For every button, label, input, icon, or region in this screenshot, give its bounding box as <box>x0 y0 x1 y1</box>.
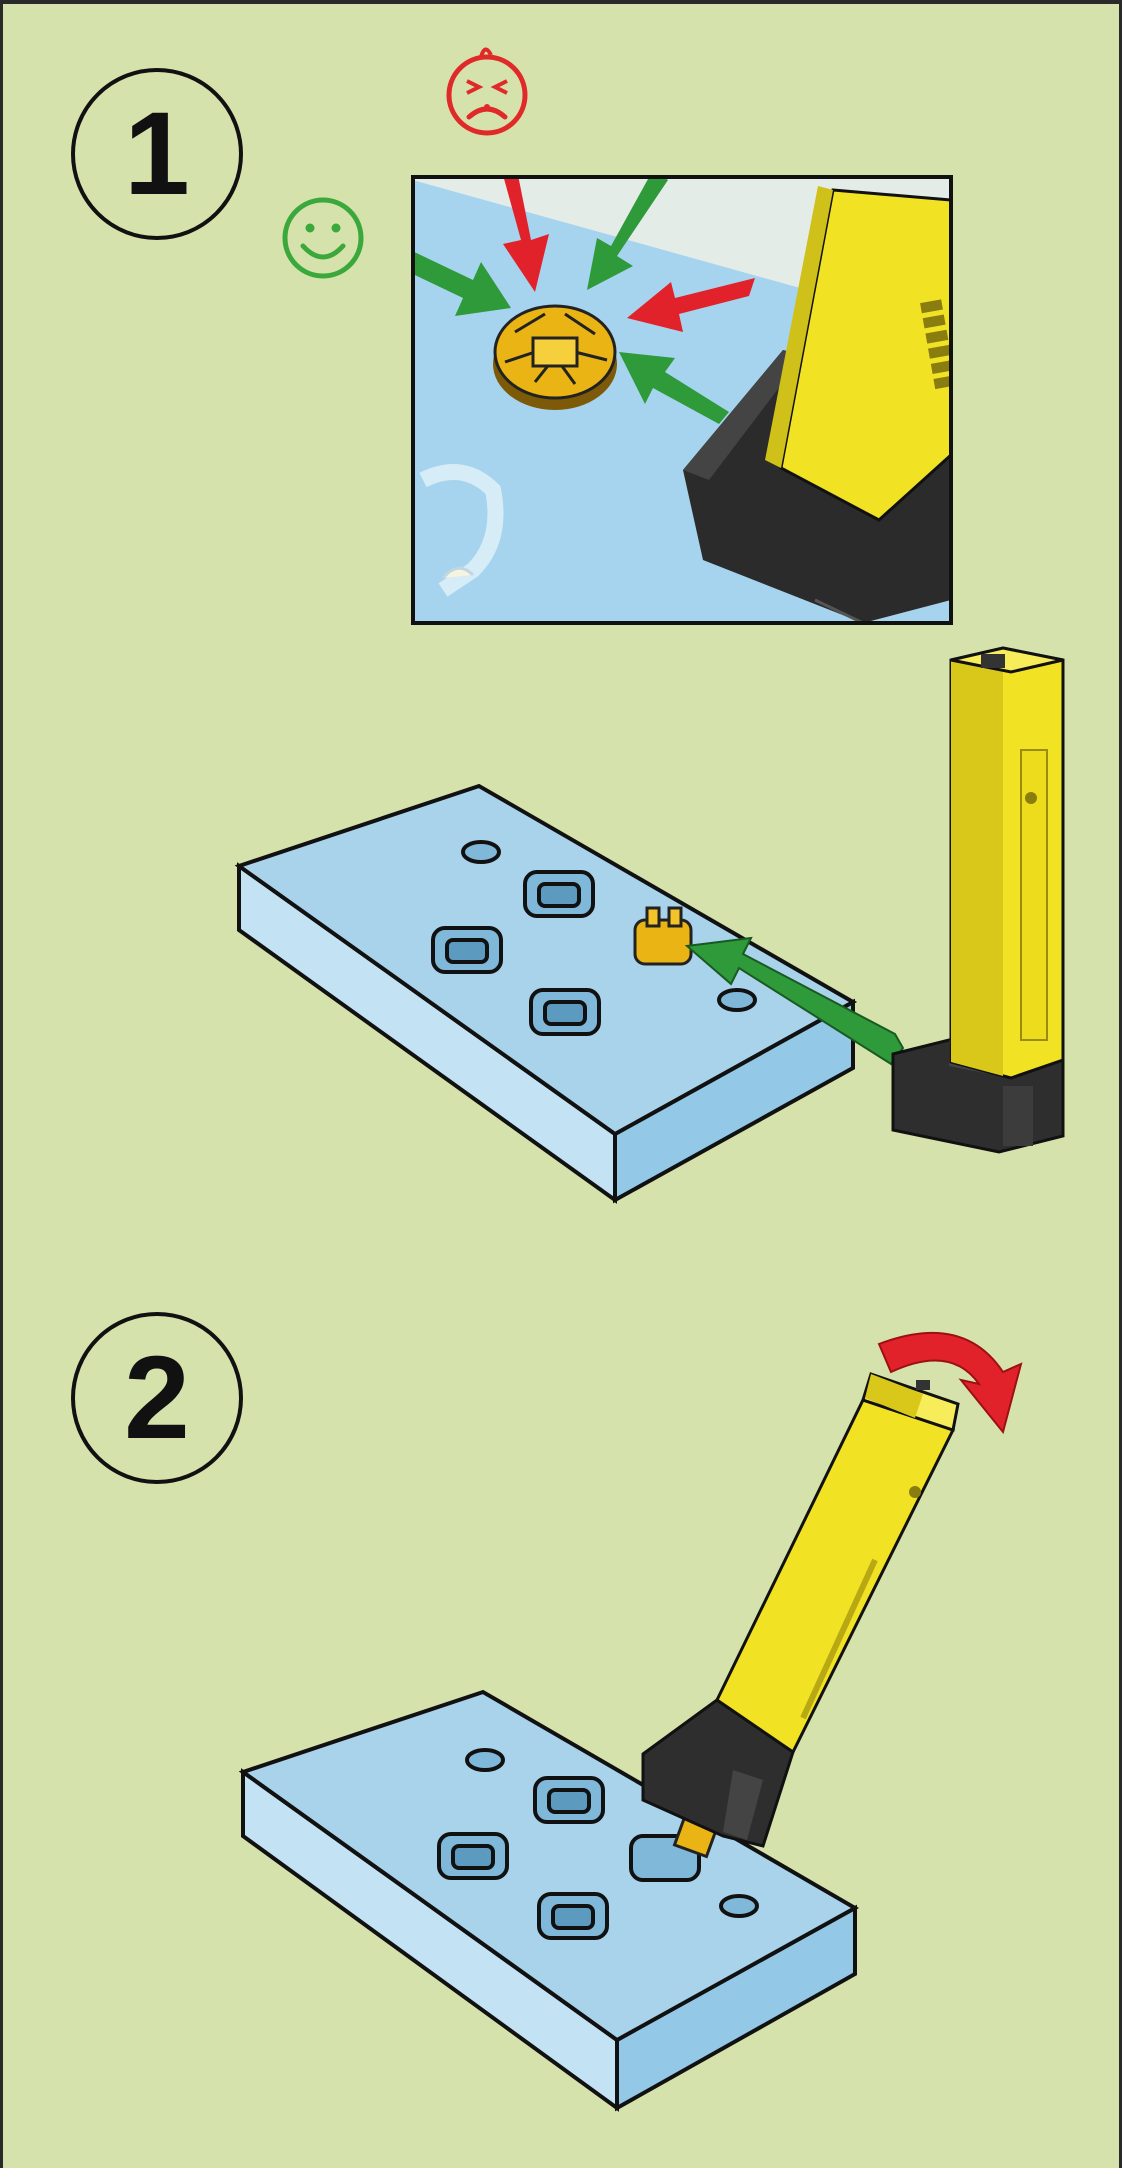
step-1-plate <box>239 786 903 1200</box>
illustration-canvas: ▮▮▮▮▮▮ <box>3 0 1119 2168</box>
frowning-face-icon <box>449 49 525 133</box>
installation-tool-tilted <box>643 1374 958 1856</box>
smiley-icon <box>285 200 361 276</box>
installation-tool <box>893 648 1063 1152</box>
step-1-inset: ▮▮▮▮▮▮ <box>375 150 964 623</box>
thread-insert <box>493 306 617 410</box>
